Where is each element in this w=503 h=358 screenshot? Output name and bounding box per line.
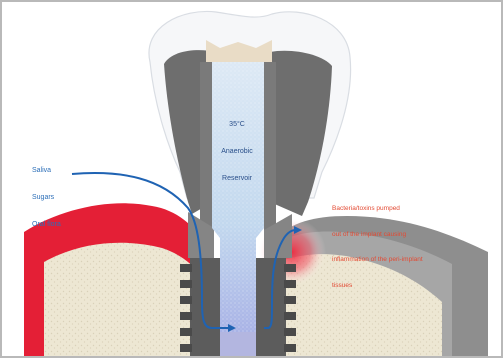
outflow-label-line4: tissues	[332, 282, 423, 291]
outflow-label-line2: out of the implant causing	[332, 231, 423, 240]
source-label-line2: Sugars	[32, 193, 61, 202]
reservoir-label: 35°C Anaerobic Reservoir	[213, 102, 261, 201]
reservoir-label-line3: Reservoir	[213, 174, 261, 183]
source-label-line3: Oral flora	[32, 220, 61, 229]
outflow-label-line3: inflammation of the peri-implant	[332, 256, 423, 265]
crown-coping-right	[270, 51, 332, 216]
reservoir-label-line1: 35°C	[213, 120, 261, 129]
outflow-label-line1: Bacteria/toxins pumped	[332, 205, 423, 214]
reservoir-label-line2: Anaerobic	[213, 147, 261, 156]
implant-core	[220, 332, 256, 358]
source-label: Saliva Sugars Oral flora	[32, 148, 61, 247]
source-label-line1: Saliva	[32, 166, 61, 175]
bone-left	[44, 243, 200, 358]
outflow-label: Bacteria/toxins pumped out of the implan…	[332, 188, 423, 307]
